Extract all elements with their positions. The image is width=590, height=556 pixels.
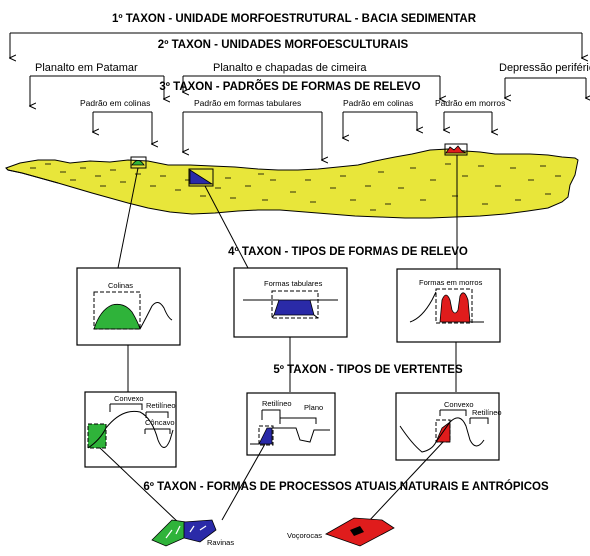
taxon3-label: 3º TAXON - PADRÕES DE FORMAS DE RELEVO (159, 80, 420, 93)
slope-box-1: Convexo Retilíneo Côncavo (84, 391, 177, 468)
slope-label-plano: Plano (304, 403, 323, 412)
form-box-morros: Formas em morros (396, 268, 501, 343)
pattern-colinas-2: Padrão em colinas (343, 98, 413, 108)
slope-label-concavo-1: Côncavo (145, 418, 175, 427)
pattern-formas-tabulares: Padrão em formas tabulares (194, 98, 301, 108)
unit-planalto-chapadas: Planalto e chapadas de cimeira (213, 62, 367, 74)
slope-label-retilineo-2: Retilíneo (262, 399, 292, 408)
taxon6-label: 6º TAXON - FORMAS DE PROCESSOS ATUAIS NA… (143, 480, 549, 493)
form-box-tabulares: Formas tabulares (233, 267, 348, 338)
plateau-block (5, 143, 579, 219)
slope-to-process-connectors (99, 441, 444, 525)
slope-box-2: Retilíneo Plano (246, 392, 336, 456)
taxon5-label: 5º TAXON - TIPOS DE VERTENTES (273, 364, 463, 376)
process-vocorocas: Voçorocas (287, 517, 395, 547)
slope-label-retilineo-3: Retilíneo (472, 408, 502, 417)
taxon1-bracket (10, 32, 582, 58)
unit-planalto-patamar: Planalto em Patamar (35, 62, 138, 74)
form-box-colinas: Colinas (76, 267, 181, 346)
process-label-ravinas: Ravinas (207, 538, 234, 547)
process-label-vocorocas: Voçorocas (287, 531, 322, 540)
form-label-tabulares: Formas tabulares (264, 279, 323, 288)
plateau-to-form-connectors (117, 155, 458, 270)
slope-box-3: Convexo Retilíneo (395, 392, 502, 461)
pattern-colinas-1: Padrão em colinas (80, 98, 150, 108)
unit-depressao-periferica: Depressão periférica (499, 62, 590, 74)
form-label-morros: Formas em morros (419, 278, 483, 287)
taxon2-label: 2º TAXON - UNIDADES MORFOESCULTURAIS (158, 39, 409, 51)
taxon4-label: 4º TAXON - TIPOS DE FORMAS DE RELEVO (228, 246, 468, 258)
form-label-colinas: Colinas (108, 281, 133, 290)
taxon3-brackets (93, 111, 492, 160)
process-ravinas: Ravinas (151, 519, 234, 547)
taxon2-brackets (30, 75, 586, 106)
pattern-morros: Padrão em morros (435, 98, 505, 108)
taxon1-label: 1º TAXON - UNIDADE MORFOESTRUTURAL - BAC… (112, 13, 477, 25)
slope-label-convexo-1: Convexo (114, 394, 144, 403)
slope-label-convexo-3: Convexo (444, 400, 474, 409)
form-to-slope-connectors (127, 337, 457, 392)
slope-label-retilineo-1: Retilíneo (146, 401, 176, 410)
